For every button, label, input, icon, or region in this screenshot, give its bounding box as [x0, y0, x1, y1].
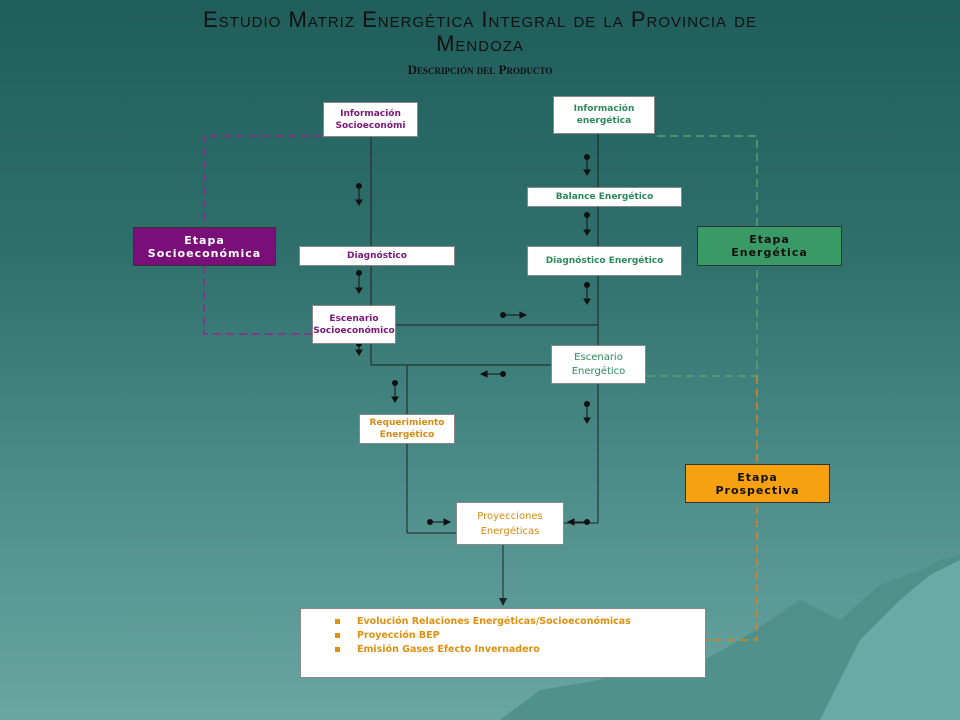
result-label: Evolución Relaciones Energéticas/Socioec… — [357, 616, 631, 627]
bullet-icon — [335, 619, 340, 624]
title-line-1: Estudio Matriz Energética Integral de la… — [202, 7, 758, 32]
node-diagnostico: Diagnóstico — [299, 246, 455, 266]
node-requerimiento-energetico: Requerimiento Energético — [359, 414, 455, 444]
socio-dashed-outline — [203, 135, 322, 335]
title-line-2: Mendoza — [436, 31, 524, 56]
stage-socio-line2: Socioeconómica — [147, 246, 262, 260]
list-item: Evolución Relaciones Energéticas/Socioec… — [335, 615, 705, 629]
stage-socio-line1: Etapa — [184, 233, 225, 247]
node-escenario-socioeconomico: Escenario Socioeconómico — [312, 305, 396, 344]
results-list: Evolución Relaciones Energéticas/Socioec… — [335, 615, 705, 657]
result-label: Emisión Gases Efecto Invernadero — [357, 644, 540, 655]
energ-dashed-outline — [646, 135, 758, 377]
node-informacion-socioeconomica: Información Socioeconómi — [323, 102, 418, 137]
stage-energ-line2: Energética — [731, 246, 808, 259]
list-item: Proyección BEP — [335, 629, 705, 643]
node-balance-energetico: Balance Energético — [527, 187, 682, 207]
stage-prospectiva: Etapa Prospectiva — [685, 464, 830, 503]
stage-socioeconomica: Etapa Socioeconómica — [133, 227, 276, 266]
bullet-icon — [335, 647, 340, 652]
flow-indicators — [355, 154, 591, 526]
stage-energ-line1: Etapa — [749, 233, 790, 246]
node-diagnostico-energetico: Diagnóstico Energético — [527, 246, 682, 276]
bullet-icon — [335, 633, 340, 638]
stage-prosp-line1: Etapa — [737, 470, 778, 484]
results-box: Evolución Relaciones Energéticas/Socioec… — [300, 608, 706, 678]
result-label: Proyección BEP — [357, 630, 440, 641]
node-proyecciones-energeticas: Proyecciones Energéticas — [456, 502, 564, 545]
stage-prosp-line2: Prospectiva — [715, 483, 800, 497]
node-escenario-energetico: Escenario Energético — [551, 345, 646, 384]
list-item: Emisión Gases Efecto Invernadero — [335, 643, 705, 657]
stage-energetica: Etapa Energética — [697, 226, 842, 266]
page-subtitle: Descripción del Producto — [407, 62, 553, 77]
prosp-dashed-outline — [706, 376, 758, 641]
page-title: Estudio Matriz Energética Integral de la… — [150, 8, 810, 56]
node-informacion-energetica: Información energética — [553, 96, 655, 134]
